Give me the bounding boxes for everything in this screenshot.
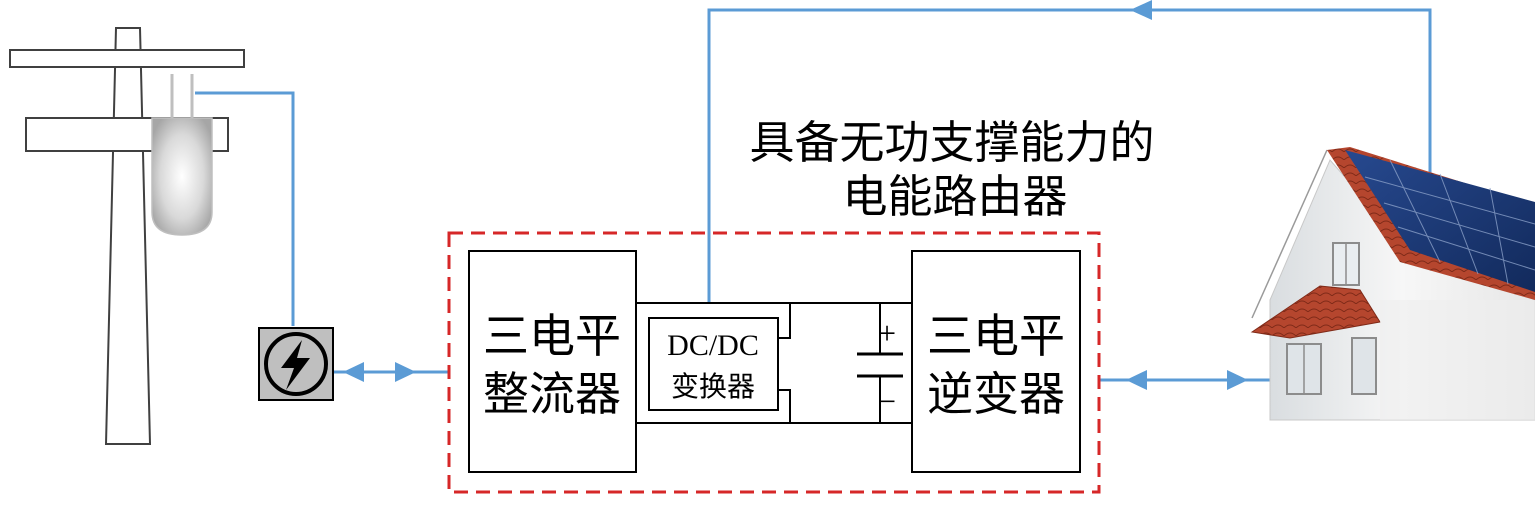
arrow-left-icon	[343, 362, 364, 382]
arrow-left-icon	[1130, 0, 1152, 20]
flow-arrows	[343, 0, 1248, 390]
inverter-block: 三电平 逆变器	[911, 250, 1081, 473]
dcdc-label-line2: 变换器	[671, 370, 755, 403]
capacitor-minus-label: −	[878, 383, 896, 419]
house-with-solar-panels-icon	[1248, 145, 1535, 421]
rectifier-block: 三电平 整流器	[468, 250, 637, 473]
arrow-right-icon	[395, 362, 416, 382]
connection-lines	[195, 8, 1432, 382]
solar-panel	[1345, 150, 1535, 292]
meter-icon	[258, 327, 334, 401]
inverter-label-line1: 三电平	[927, 309, 1065, 363]
dcdc-label-line1: DC/DC	[667, 329, 759, 362]
dc-bus-wiring	[636, 302, 912, 424]
capacitor-plus-label: +	[878, 315, 896, 351]
arrow-left-icon	[1126, 370, 1147, 390]
pv-feedback-line	[707, 8, 1432, 303]
utility-pole-icon	[9, 27, 245, 445]
title-line2: 电能路由器	[842, 170, 1067, 223]
lightning-bolt-icon	[281, 340, 310, 390]
arrow-right-icon	[1227, 370, 1248, 390]
rectifier-label-line2: 整流器	[483, 367, 621, 421]
title-line1: 具备无功支撑能力的	[749, 116, 1154, 169]
inverter-label-line2: 逆变器	[927, 367, 1065, 421]
dc-capacitor: + −	[857, 315, 903, 419]
router-boundary	[447, 231, 1101, 494]
grid-to-meter-line	[195, 91, 295, 326]
dcdc-converter-block: DC/DC 变换器	[648, 317, 779, 411]
rectifier-label-line1: 三电平	[483, 309, 621, 363]
